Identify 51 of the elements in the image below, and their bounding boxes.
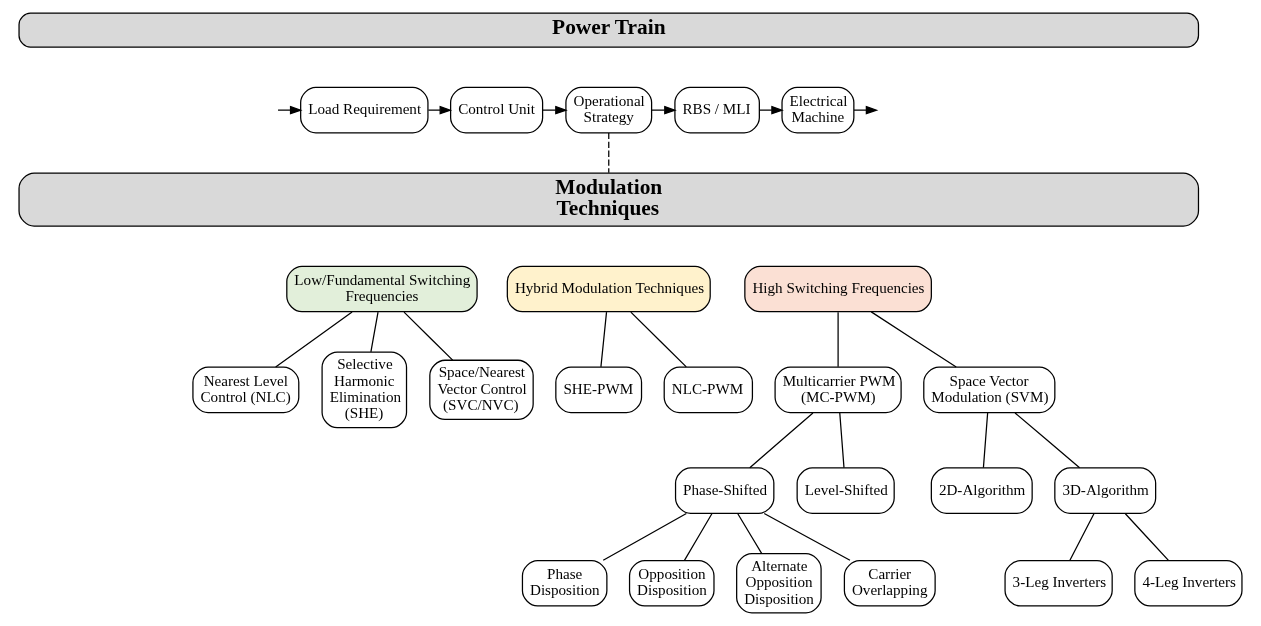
arrow xyxy=(759,105,784,115)
node-box: Power Train xyxy=(18,12,1200,48)
connector xyxy=(982,412,989,469)
connector xyxy=(763,512,851,561)
connector xyxy=(870,311,957,368)
node-box: Level-Shifted xyxy=(796,467,895,514)
node-box: Phase-Shifted xyxy=(674,467,775,514)
connector xyxy=(600,311,608,368)
node-box: Carrier Overlapping xyxy=(843,560,936,607)
node-box: Alternate Opposition Disposition xyxy=(736,553,822,614)
connector xyxy=(602,512,687,561)
arrow xyxy=(277,105,303,115)
node-box: 4-Leg Inverters xyxy=(1134,560,1243,607)
node-box: Phase Disposition xyxy=(521,560,608,607)
arrow xyxy=(427,105,453,115)
connector xyxy=(608,132,610,174)
node-box: Nearest Level Control (NLC) xyxy=(192,366,300,414)
node-box: Space Vector Modulation (SVM) xyxy=(923,366,1056,414)
arrow xyxy=(853,105,879,115)
connector xyxy=(837,311,839,368)
node-box: Hybrid Modulation Techniques xyxy=(506,265,711,313)
connector xyxy=(403,311,454,361)
node-box: Load Requirement xyxy=(300,86,429,134)
node-box: RBS / MLI xyxy=(674,86,760,134)
node-box: 2D-Algorithm xyxy=(930,467,1033,514)
arrow xyxy=(542,105,568,115)
node-box: Multicarrier PWM (MC-PWM) xyxy=(774,366,902,414)
connector xyxy=(370,311,379,353)
connector xyxy=(683,513,713,562)
node-box: Space/Nearest Vector Control (SVC/NVC) xyxy=(429,359,534,421)
connector xyxy=(749,412,814,469)
connector xyxy=(275,311,353,368)
connector xyxy=(1069,513,1095,562)
node-box: Opposition Disposition xyxy=(628,560,715,607)
node-box: 3D-Algorithm xyxy=(1054,467,1157,514)
connector xyxy=(630,311,687,368)
connector xyxy=(839,412,845,469)
node-box: SHE-PWM xyxy=(555,366,643,414)
node-box: High Switching Frequencies xyxy=(744,265,932,313)
node-box: Electrical Machine xyxy=(781,86,855,134)
connector xyxy=(1124,513,1170,562)
node-box: Selective Harmonic Elimination (SHE) xyxy=(321,351,408,429)
arrow xyxy=(651,105,677,115)
node-box: NLC-PWM xyxy=(663,366,754,414)
node-box: Control Unit xyxy=(450,86,544,134)
node-box: Modulation Techniques xyxy=(18,172,1200,227)
node-box: Operational Strategy xyxy=(565,86,653,134)
node-box: Low/Fundamental Switching Frequencies xyxy=(286,265,478,313)
connector xyxy=(1014,412,1081,469)
node-box: 3-Leg Inverters xyxy=(1004,560,1113,607)
connector xyxy=(737,513,763,555)
